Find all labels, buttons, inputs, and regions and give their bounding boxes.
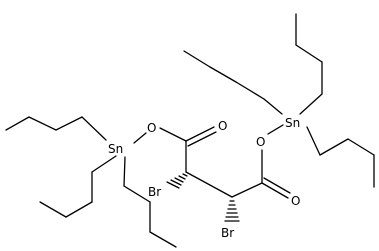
stereo-hashed-bond-c3-br bbox=[224, 200, 240, 222]
o-carbonyl-right-label: O bbox=[291, 194, 300, 208]
o-ester-left-label: O bbox=[147, 121, 156, 135]
bond-c3-to-carbonyl-right bbox=[231, 182, 263, 198]
left-carbonyl-double-bond bbox=[185, 126, 217, 147]
br-left-label: Br bbox=[148, 185, 161, 199]
br-right-label: Br bbox=[221, 226, 234, 240]
o-carbonyl-left-label: O bbox=[218, 119, 227, 133]
bond-o-right-sn bbox=[267, 124, 284, 135]
sn-right-label: Sn bbox=[285, 116, 300, 130]
left-middle-butyl-chain bbox=[39, 155, 117, 218]
right-upper-left-butyl-chain bbox=[183, 50, 283, 115]
sn-left-label: Sn bbox=[108, 142, 123, 156]
left-upper-butyl-chain bbox=[5, 116, 107, 141]
bond-sn-left-o bbox=[133, 132, 147, 144]
right-carbonyl-double-bond bbox=[261, 177, 291, 199]
left-lower-butyl-chain bbox=[123, 156, 177, 248]
right-upper-right-butyl-chain bbox=[295, 13, 323, 115]
stereo-hashed-bond-c2-br bbox=[166, 173, 188, 189]
right-lower-butyl-chain bbox=[306, 126, 375, 188]
o-ester-right-label: O bbox=[256, 135, 265, 149]
bond-o-left-carbonyl-c bbox=[159, 127, 187, 142]
bond-c2-to-c3 bbox=[185, 171, 233, 198]
